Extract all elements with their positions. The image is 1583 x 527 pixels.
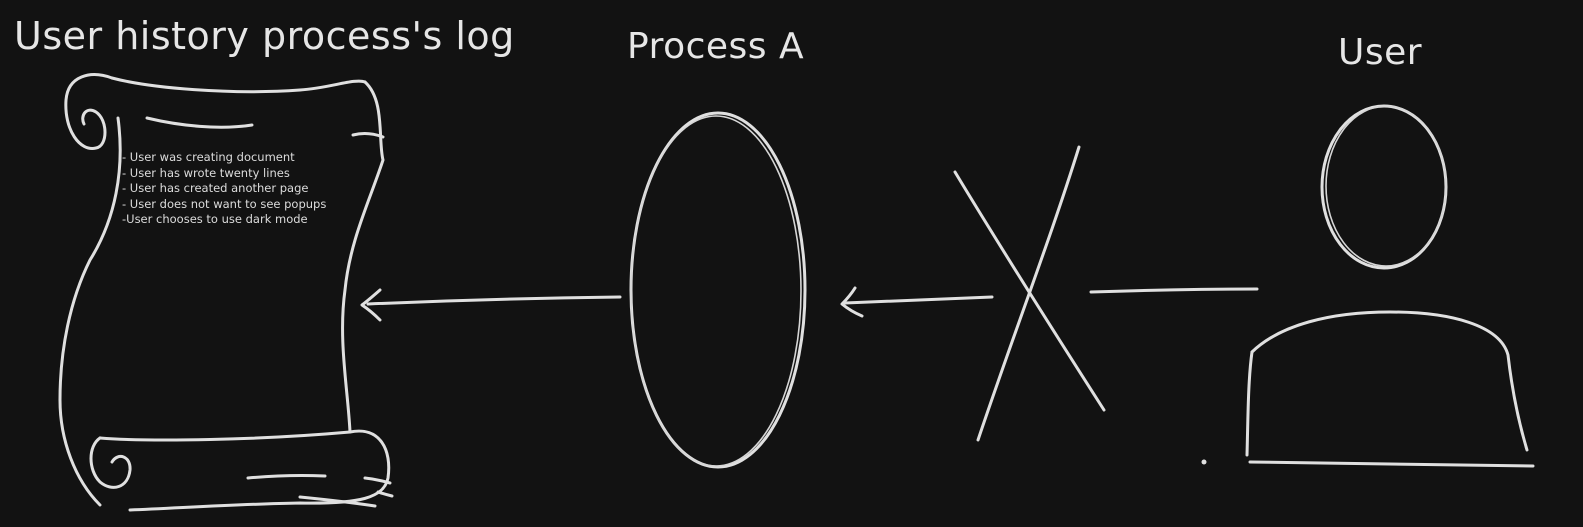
process-a-title: Process A: [627, 26, 805, 67]
user-title: User: [1338, 32, 1423, 73]
process-a-node: [629, 111, 807, 469]
user-figure-icon: [1201, 104, 1535, 468]
log-entries: - User was creating document - User has …: [122, 150, 337, 228]
log-entry: - User has created another page: [122, 181, 309, 195]
log-entry: - User was creating document: [122, 150, 295, 164]
log-entry: - User has wrote twenty lines: [122, 165, 290, 180]
log-title: User history process's log: [14, 14, 515, 58]
scroll-icon: [58, 73, 394, 512]
log-entry: - User does not want to see popups: [122, 196, 327, 211]
block-x-icon: [953, 145, 1106, 442]
log-entry: -User chooses to use dark mode: [122, 212, 308, 226]
arrow-to-log: [360, 288, 622, 322]
arrow-to-process: [840, 286, 994, 318]
user-connector-line: [1089, 287, 1259, 294]
